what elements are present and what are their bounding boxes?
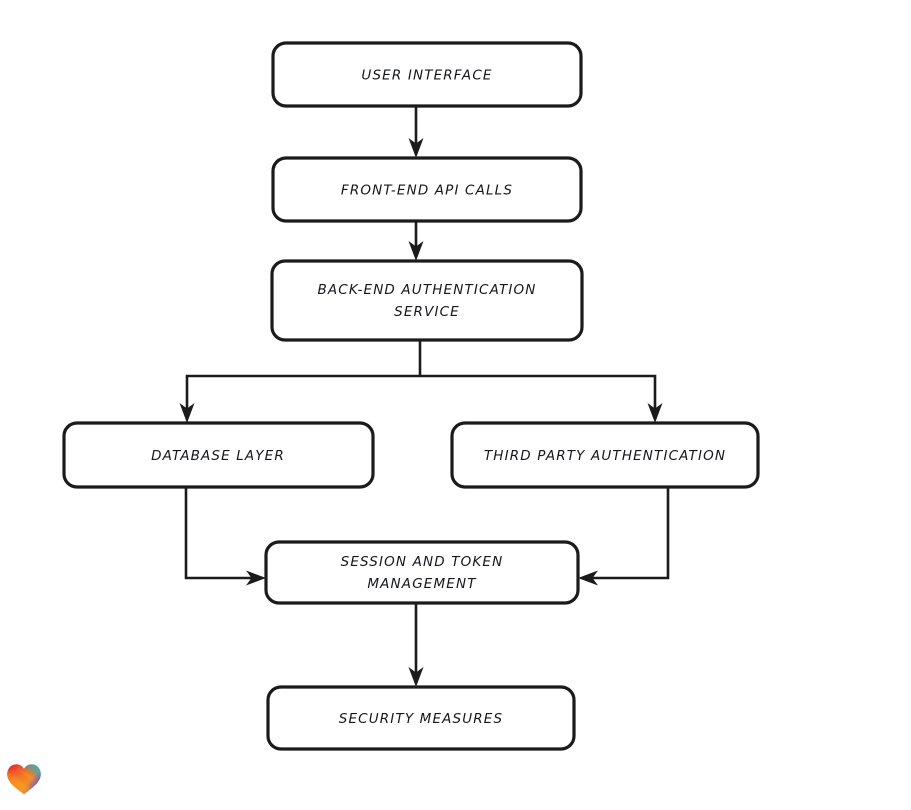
edge-session-to-security — [408, 603, 424, 687]
node-back-end-authentication-service-shape[interactable] — [270, 259, 584, 342]
edge-thirdparty-to-session — [578, 487, 670, 586]
node-session-and-token-management-label-line2: MANAGEMENT — [367, 576, 477, 592]
node-user-interface[interactable]: USER INTERFACE — [271, 41, 583, 108]
edge-ui-to-api — [408, 106, 424, 158]
node-front-end-api-calls-label: FRONT-END API CALLS — [341, 183, 513, 199]
node-front-end-api-calls[interactable]: FRONT-END API CALLS — [271, 156, 583, 223]
node-database-layer-shape[interactable] — [62, 421, 375, 489]
node-session-and-token-management-label-line1: SESSION AND TOKEN — [341, 554, 504, 570]
edge-database-to-session — [184, 487, 266, 586]
node-security-measures[interactable]: SECURITY MEASURES — [266, 685, 576, 751]
node-back-end-authentication-service-label-line2: SERVICE — [394, 304, 460, 320]
node-user-interface-label: USER INTERFACE — [361, 68, 492, 84]
node-session-and-token-management[interactable]: SESSION AND TOKEN MANAGEMENT — [264, 540, 580, 605]
heart-icon — [7, 764, 41, 795]
edge-backend-to-thirdparty — [420, 374, 663, 423]
heart-icon-overlay — [7, 764, 41, 795]
node-security-measures-shape[interactable] — [266, 685, 576, 751]
node-third-party-authentication-shape[interactable] — [450, 421, 760, 489]
node-session-and-token-management-shape[interactable] — [264, 540, 580, 605]
edge-api-to-backend — [408, 221, 424, 261]
edge-backend-to-database — [179, 374, 420, 423]
node-front-end-api-calls-shape[interactable] — [271, 156, 583, 223]
node-third-party-authentication[interactable]: THIRD PARTY AUTHENTICATION — [450, 421, 760, 489]
connector-layer — [179, 106, 670, 687]
node-third-party-authentication-label: THIRD PARTY AUTHENTICATION — [484, 448, 726, 464]
node-back-end-authentication-service[interactable]: BACK-END AUTHENTICATION SERVICE — [270, 259, 584, 342]
node-database-layer-label: DATABASE LAYER — [151, 448, 285, 464]
node-back-end-authentication-service-label-line1: BACK-END AUTHENTICATION — [317, 282, 536, 298]
node-layer: USER INTERFACE FRONT-END API CALLS BACK-… — [62, 41, 760, 751]
node-user-interface-shape[interactable] — [271, 41, 583, 108]
node-database-layer[interactable]: DATABASE LAYER — [62, 421, 375, 489]
node-security-measures-label: SECURITY MEASURES — [339, 711, 503, 727]
